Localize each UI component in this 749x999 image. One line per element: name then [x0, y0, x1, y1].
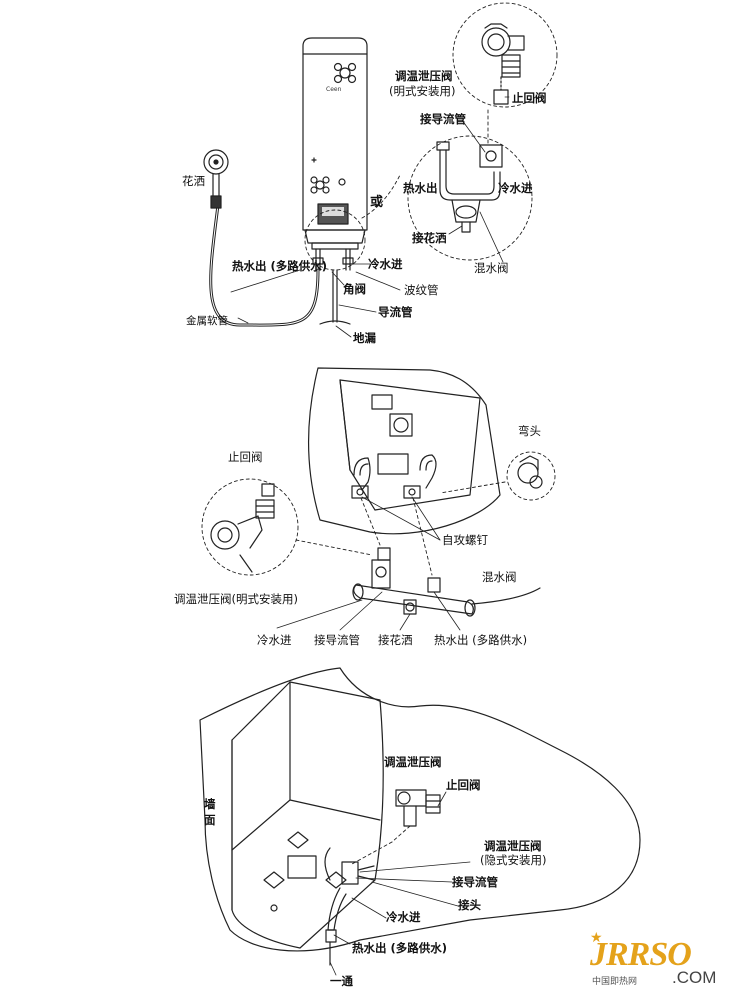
label-drain-pipe: 导流管 — [378, 305, 413, 319]
label-cold-in: 冷水进 — [368, 257, 403, 271]
label-temp-valve-hidden-line1: 调温泄压阀 — [484, 839, 542, 853]
label-hot-out: 热水出 — [403, 181, 438, 195]
watermark-subtitle: 中国即热网 — [592, 977, 638, 987]
watermark-suffix: .COM — [672, 968, 717, 987]
brand-label: Ceen — [326, 86, 342, 93]
label-connect-drain-pipe-3: 接导流管 — [452, 875, 498, 889]
label-mixing-valve: 混水阀 — [474, 261, 509, 275]
label-connect-shower: 接花洒 — [412, 231, 447, 245]
label-cold-in-2: 冷水进 — [498, 181, 533, 195]
label-wall: 墙面 — [204, 797, 216, 827]
label-metal-hose: 金属软管 — [186, 315, 228, 327]
label-temp-valve-exposed: 调温泄压阀(明式安装用) — [174, 592, 298, 606]
label-connect-drain-pipe: 接导流管 — [420, 112, 466, 126]
label-check-valve: 止回阀 — [512, 91, 547, 105]
section2-heater-bottom-view — [201, 367, 556, 631]
label-cold-in-4: 冷水进 — [386, 910, 421, 924]
label-connect-drain-pipe-2: 接导流管 — [314, 633, 360, 647]
section3-heater-hidden-install — [199, 667, 641, 976]
label-check-valve-2: 止回阀 — [228, 450, 263, 464]
label-temp-valve-3: 调温泄压阀 — [384, 755, 442, 769]
label-angle-valve: 角阀 — [343, 282, 366, 296]
label-corrugated-pipe: 波纹管 — [404, 283, 439, 297]
label-or: 或 — [370, 195, 384, 210]
label-mixing-valve-2: 混水阀 — [482, 570, 517, 584]
label-temp-valve-line2: (明式安装用) — [389, 84, 456, 98]
label-floor-drain: 地漏 — [353, 331, 376, 345]
label-self-tapping-screw: 自攻螺钉 — [442, 533, 488, 547]
label-temp-valve-hidden-line2: (隐式安装用) — [480, 853, 547, 867]
label-temp-valve-line1: 调温泄压阀 — [395, 69, 453, 83]
label-connect-shower-2: 接花洒 — [378, 633, 413, 647]
section1-heater-front-view — [203, 2, 558, 338]
watermark-logo: ★ JRRSO .COM 中国即热网 — [586, 930, 746, 994]
label-elbow: 弯头 — [518, 424, 541, 438]
label-hot-out-multi-3: 热水出 (多路供水) — [352, 941, 448, 955]
label-shower-head: 花洒 — [182, 174, 205, 188]
label-hot-out-multi-2: 热水出 (多路供水) — [434, 633, 528, 647]
star-icon: ★ — [590, 930, 603, 946]
label-cold-in-3: 冷水进 — [257, 633, 292, 647]
watermark-logo-text: JRRSO — [590, 936, 692, 973]
label-joint: 接头 — [458, 898, 481, 912]
label-hot-out-multi: 热水出 (多路供水) — [232, 259, 328, 273]
label-check-valve-3: 止回阀 — [446, 778, 481, 792]
label-one-way: 一通 — [330, 974, 353, 988]
